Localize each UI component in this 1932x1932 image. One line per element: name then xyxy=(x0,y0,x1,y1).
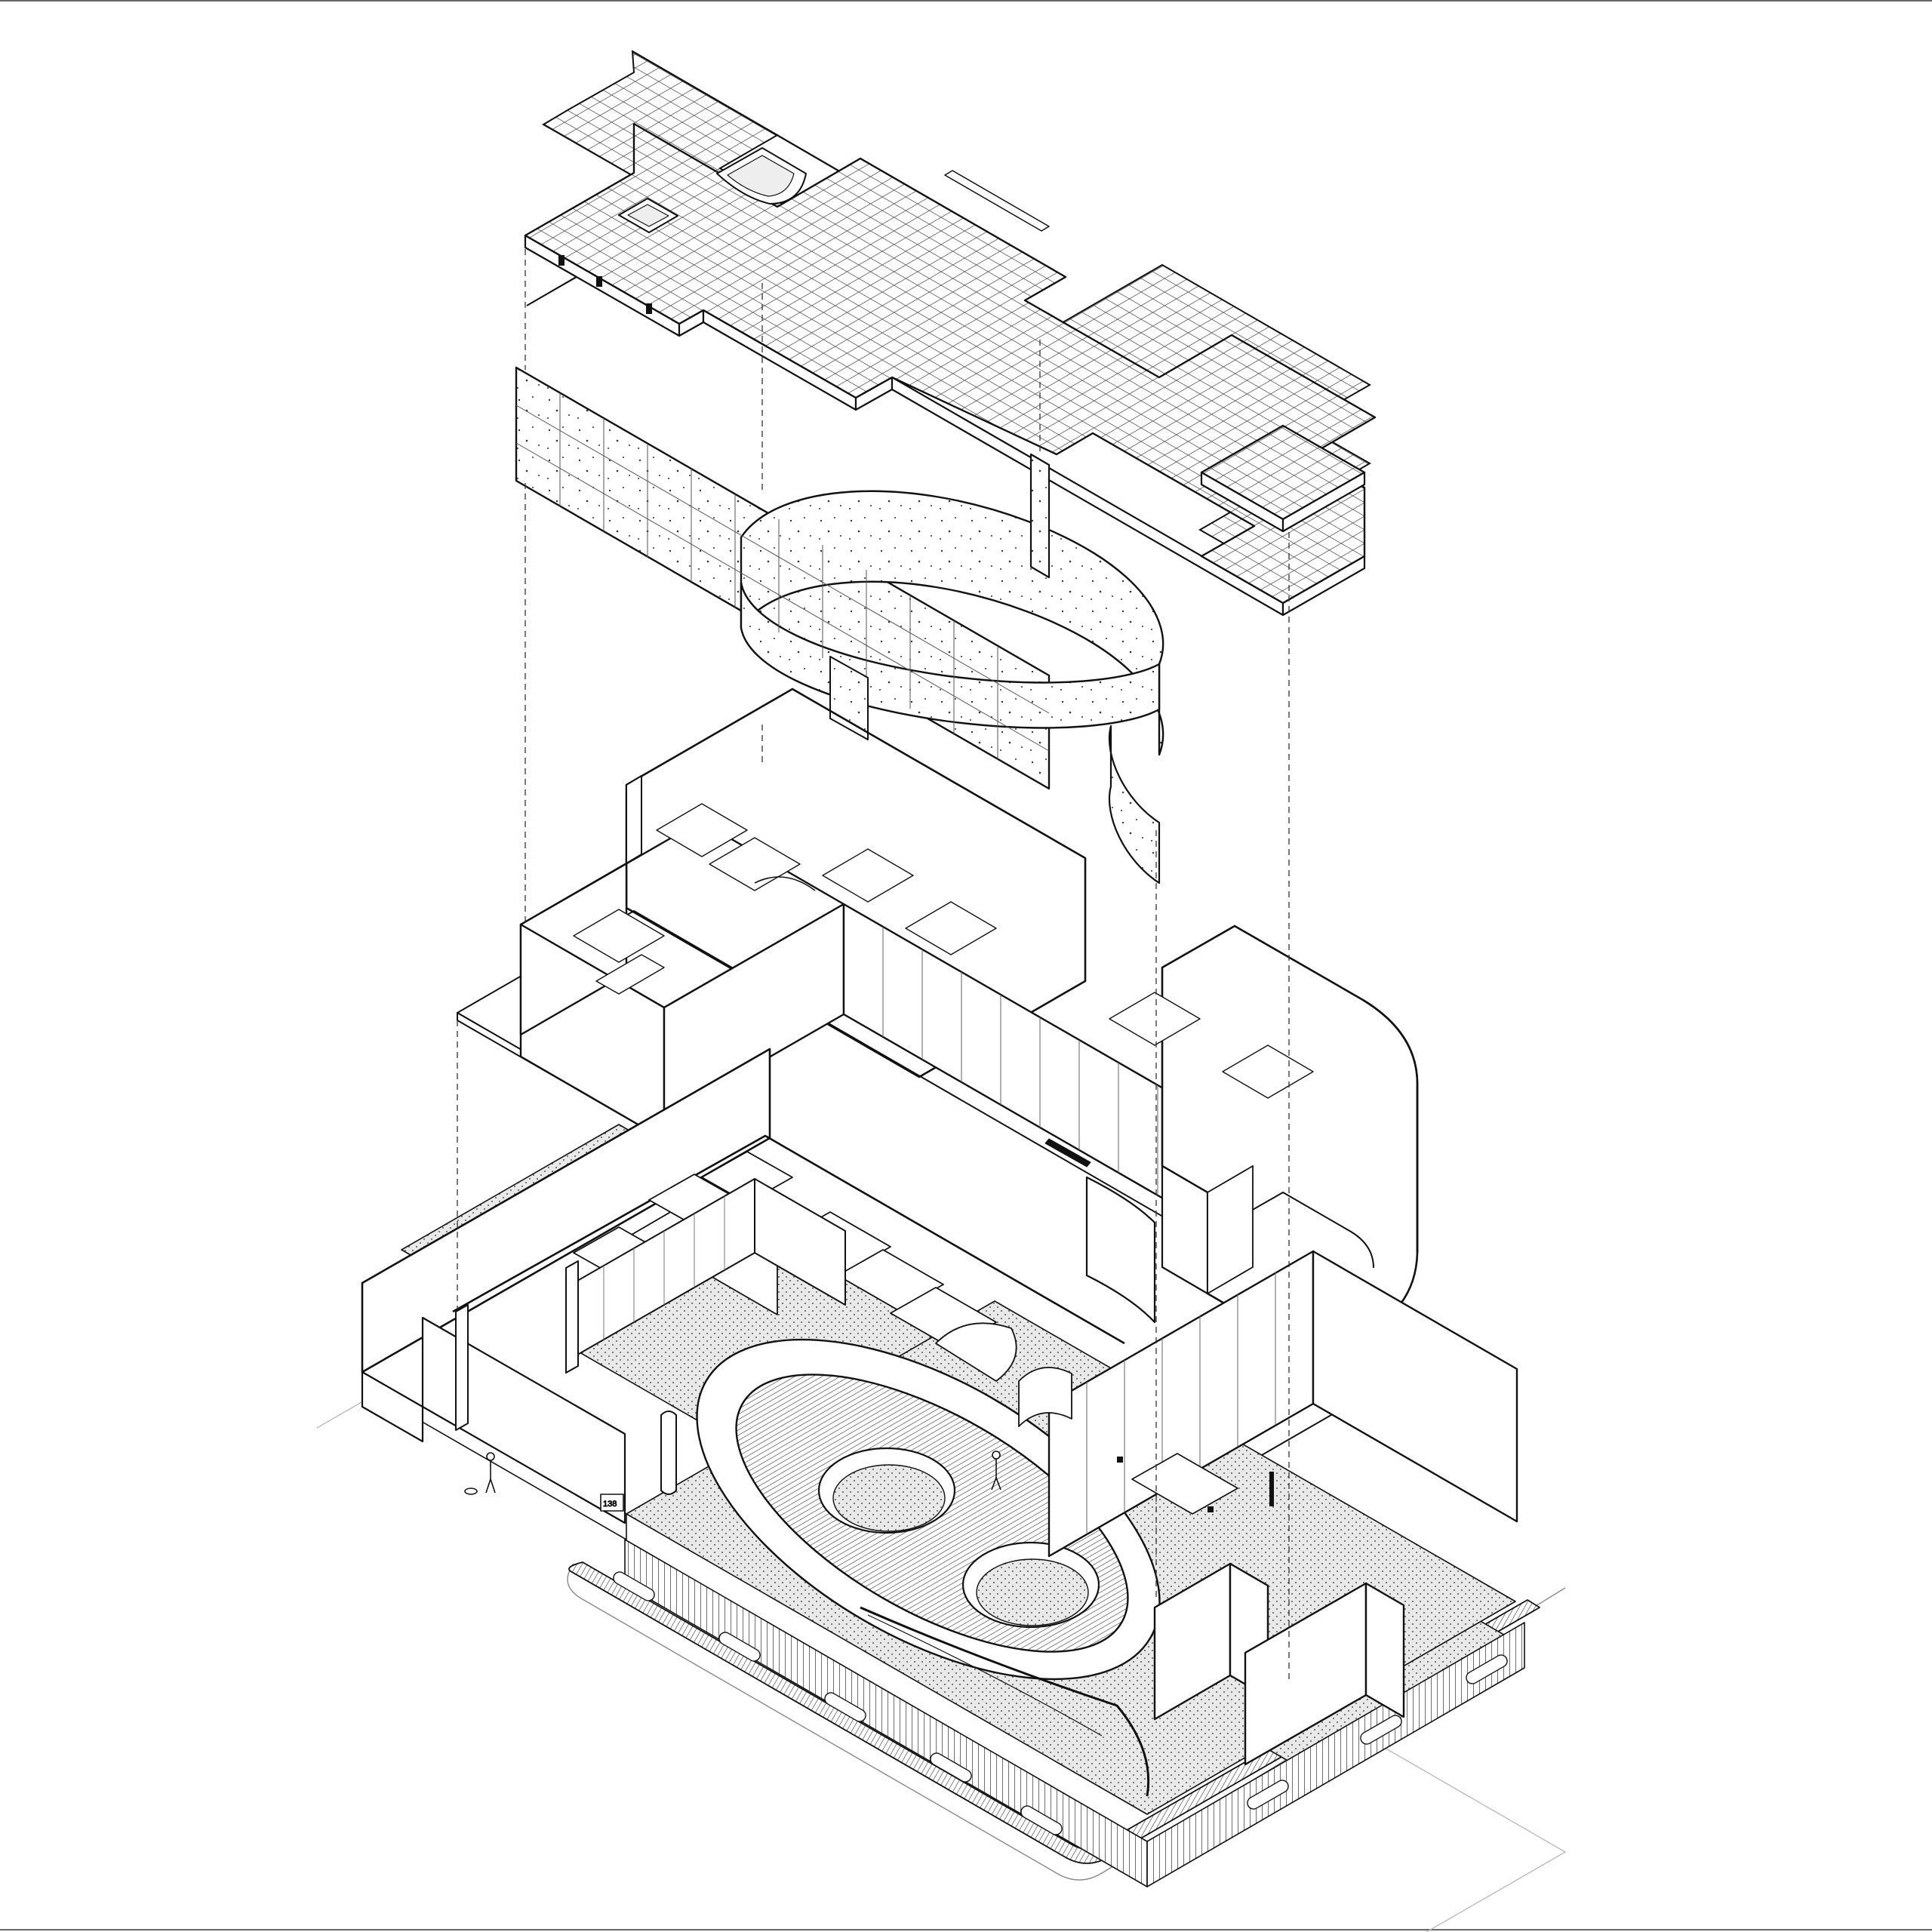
roof xyxy=(524,122,1377,617)
entry-column xyxy=(660,1411,677,1495)
upper-floor-plan xyxy=(457,688,1420,1467)
person-courtyard xyxy=(991,1451,1001,1491)
house-number-plate xyxy=(600,1494,624,1512)
parking-markings xyxy=(613,1571,1508,1835)
person-with-dog xyxy=(464,1452,496,1495)
perforated-facade-band xyxy=(515,366,1164,884)
house-number: 138 xyxy=(603,1500,617,1509)
roof-surface xyxy=(631,50,862,185)
alignment-dashed-lines xyxy=(457,249,1290,1683)
ground-floor-plan: 138 xyxy=(316,1048,1566,1932)
